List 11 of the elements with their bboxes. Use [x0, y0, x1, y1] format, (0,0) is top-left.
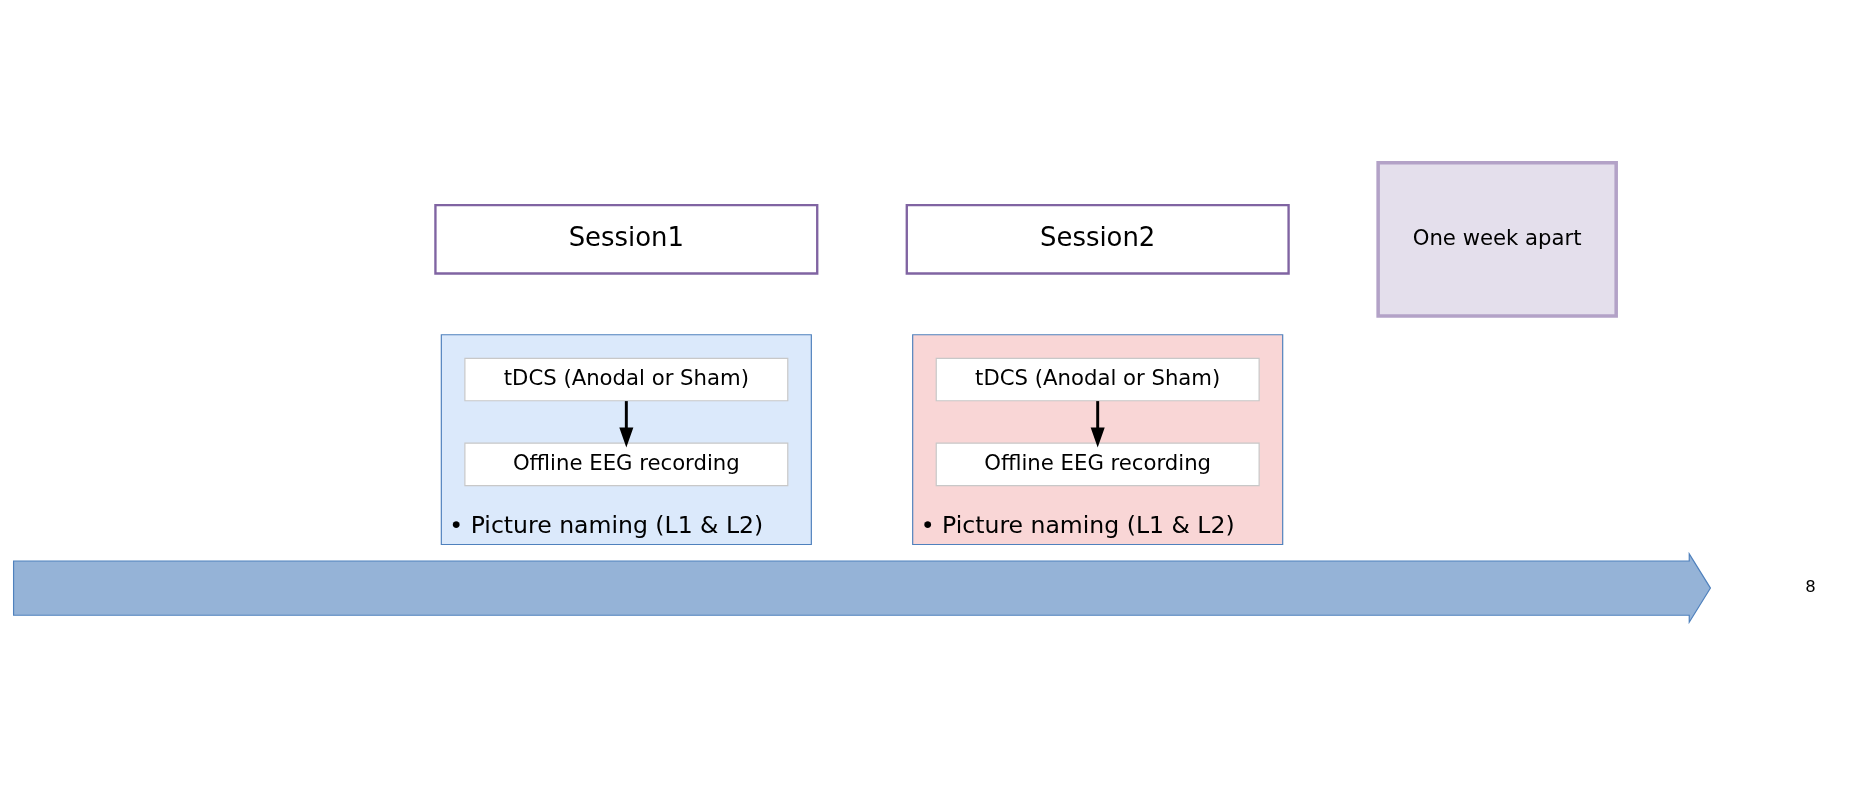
node-box: Offline EEG recording	[935, 442, 1260, 487]
arrow	[1090, 401, 1105, 448]
label: 8	[1805, 577, 1816, 597]
node-box: One week apart	[1376, 160, 1618, 318]
node-box: Session2	[905, 203, 1290, 275]
node-box: Offline EEG recording	[464, 442, 789, 487]
node-box: Session1	[434, 203, 819, 275]
node-box: tDCS (Anodal or Sham)	[464, 357, 789, 402]
arrow	[619, 401, 634, 448]
node-box: tDCS (Anodal or Sham)	[935, 357, 1260, 402]
node-arrow	[13, 551, 1712, 625]
